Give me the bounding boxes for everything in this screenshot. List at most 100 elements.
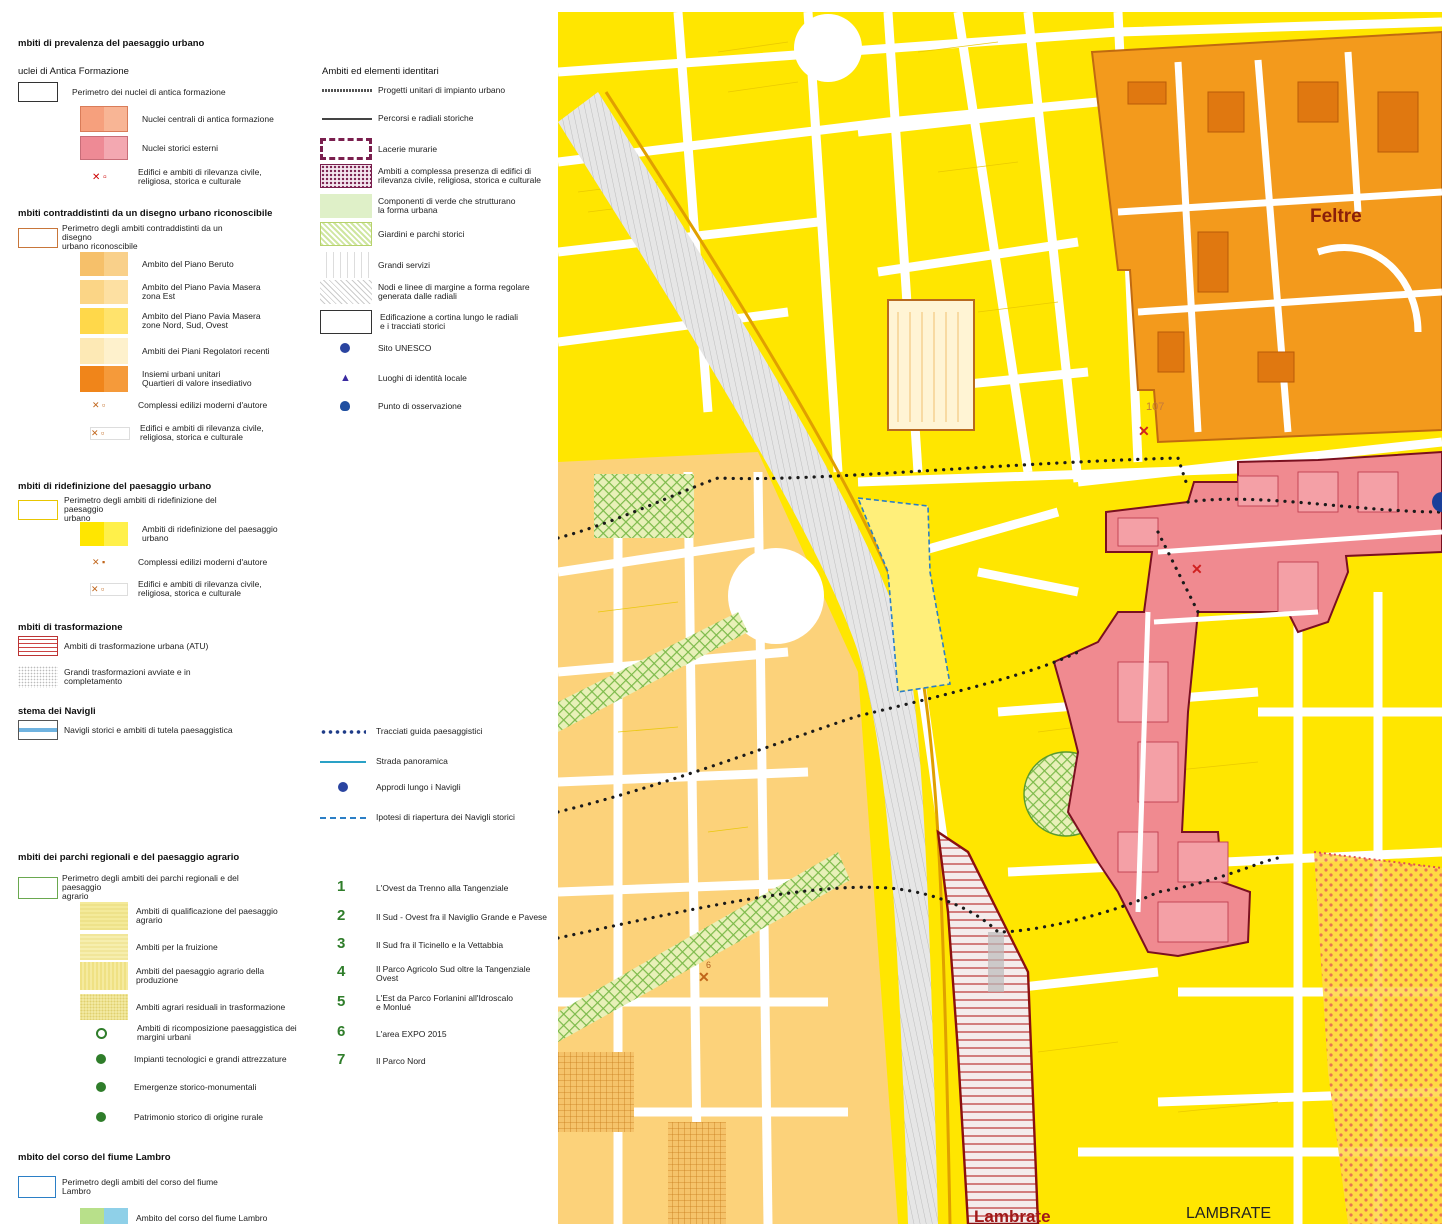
legend-section-title: stema dei Navigli: [18, 706, 96, 717]
legend-item: Lacerie murarie: [320, 138, 437, 160]
legend-item: ✕ ▫ Edifici e ambiti di rilevanza civile…: [92, 167, 262, 186]
legend-swatch: [18, 499, 58, 520]
legend-item: Ambiti per la fruizione: [80, 934, 218, 960]
legend-line: [320, 729, 366, 734]
cross-icon: ✕ ▫: [90, 582, 128, 596]
legend-swatch: [80, 106, 128, 132]
legend-item: Ambito del Piano Beruto: [80, 252, 234, 276]
park-label: Il Parco Nord: [376, 1056, 426, 1066]
legend-swatch: [80, 338, 128, 364]
legend-swatch: [18, 227, 58, 248]
legend-section-title: mbiti di trasformazione: [18, 622, 123, 633]
map-label-number: 6: [706, 960, 711, 970]
cross-marker: ✕: [1138, 423, 1150, 439]
cross-icon: ✕ ▫: [92, 400, 106, 410]
legend-item: ▲ Luoghi di identità locale: [340, 372, 467, 384]
cross-marker: ✕: [698, 969, 710, 985]
unesco-icon: [340, 343, 350, 353]
legend-swatch: [18, 666, 58, 688]
legend-swatch: [18, 876, 58, 899]
park-number: 1: [337, 878, 346, 895]
legend-item: Ambiti dei Piani Regolatori recenti: [80, 338, 270, 364]
legend-item: Punto di osservazione: [340, 401, 462, 411]
cross-icon: ✕ ▪: [92, 557, 106, 567]
park-number: 4: [337, 963, 346, 980]
legend-item: Giardini e parchi storici: [320, 222, 464, 246]
legend-swatch: [320, 222, 372, 246]
legend-item: Navigli storici e ambiti di tutela paesa…: [18, 720, 233, 740]
legend-item: Tracciati guida paesaggistici: [320, 727, 482, 736]
legend-item: Edificazione a cortina lungo le radiali …: [320, 310, 518, 334]
park-label: Il Sud fra il Ticinello e la Vettabbia: [376, 940, 504, 950]
legend-item: Ambiti di ricomposizione paesaggistica d…: [96, 1024, 297, 1042]
legend-line: [322, 89, 372, 92]
legend-swatch: [80, 902, 128, 930]
legend-item: Perimetro degli ambiti contraddistinti d…: [18, 224, 242, 251]
legend-item: ✕ ▫ Edifici e ambiti di rilevanza civile…: [90, 423, 264, 442]
map-legend: mbiti di prevalenza del paesaggio urbano…: [0, 0, 558, 1224]
legend-item: Ambiti del paesaggio agrario della produ…: [80, 962, 264, 990]
landing-icon: [338, 782, 348, 792]
legend-swatch: [18, 1176, 56, 1198]
legend-item: Sito UNESCO: [340, 343, 431, 353]
legend-swatch: [80, 308, 128, 334]
cross-icon: ✕ ▫: [90, 426, 130, 440]
legend-item: Ambito del Piano Pavia Masera zona Est: [80, 280, 261, 304]
map-label-lambrate-district: Lambrate: [974, 1207, 1051, 1224]
legend-item: Ambito del Piano Pavia Masera zone Nord,…: [80, 308, 261, 334]
legend-swatch: [320, 280, 372, 304]
legend-item: Nuclei storici esterni: [80, 136, 218, 160]
legend-swatch: [320, 252, 372, 278]
park-number: 2: [337, 907, 346, 924]
legend-subsection-title: uclei di Antica Formazione: [18, 66, 129, 77]
legend-swatch: [18, 82, 58, 102]
legend-item: ✕ ▫ Edifici e ambiti di rilevanza civile…: [90, 579, 262, 598]
legend-item: ✕ ▫ Complessi edilizi moderni d'autore: [92, 400, 268, 410]
legend-item: Grandi trasformazioni avviate e in compl…: [18, 666, 244, 688]
cross-marker: ✕: [1191, 561, 1203, 577]
map-svg: ✕ ✕ ✕ Feltre 107 6 Lambrate LAMBRATE: [558, 12, 1442, 1224]
legend-item: Insiemi urbani unitari Quartieri di valo…: [80, 366, 252, 392]
park-label: Il Sud - Ovest fra il Naviglio Grande e …: [376, 912, 548, 922]
legend-swatch: [80, 934, 128, 960]
legend-item: Percorsi e radiali storiche: [322, 114, 473, 123]
legend-line: [320, 760, 366, 763]
legend-item: ✕ ▪ Complessi edilizi moderni d'autore: [92, 557, 268, 567]
legend-item: Ambito del corso del fiume Lambro: [80, 1208, 267, 1224]
legend-section-title: mbiti di prevalenza del paesaggio urbano: [18, 38, 205, 49]
park-number: 3: [337, 935, 346, 952]
legend-item: Impianti tecnologici e grandi attrezzatu…: [96, 1054, 287, 1064]
legend-swatch: [80, 252, 128, 276]
legend-item: Emergenze storico-monumentali: [96, 1082, 256, 1092]
legend-item: Grandi servizi: [320, 252, 430, 278]
legend-item: Nodi e linee di margine a forma regolare…: [320, 280, 530, 304]
park-label: Il Parco Agricolo Sud oltre la Tangenzia…: [376, 964, 531, 983]
legend-section-title: mbiti contraddistinti da un disegno urba…: [18, 208, 273, 219]
park-label: L'Ovest da Trenno alla Tangenziale: [376, 883, 509, 893]
legend-item: Perimetro degli ambiti di ridefinizione …: [18, 496, 244, 523]
triangle-icon: ▲: [340, 372, 351, 384]
park-label: L'area EXPO 2015: [376, 1029, 447, 1039]
legend-line: [322, 117, 372, 120]
circle-icon: [96, 1027, 107, 1039]
legend-swatch: [80, 366, 128, 392]
legend-item: Patrimonio storico di origine rurale: [96, 1112, 263, 1122]
rural-heritage-icon: [96, 1112, 106, 1122]
legend-section-title: mbiti di ridefinizione del paesaggio urb…: [18, 481, 212, 492]
legend-swatch: [80, 280, 128, 304]
park-number: 5: [337, 993, 346, 1010]
legend-item: Perimetro degli ambiti dei parchi region…: [18, 874, 242, 901]
legend-section-title: mbiti dei parchi regionali e del paesagg…: [18, 852, 240, 863]
legend-swatch: [80, 136, 128, 160]
map-canvas[interactable]: ✕ ✕ ✕ Feltre 107 6 Lambrate LAMBRATE: [558, 12, 1442, 1224]
legend-swatch: [80, 962, 128, 990]
viewpoint-icon: [340, 401, 350, 411]
legend-item: Perimetro degli ambiti del corso del fiu…: [18, 1176, 242, 1198]
cross-icon: ✕ ▫: [92, 171, 107, 183]
legend-item: Componenti di verde che strutturano la f…: [320, 194, 516, 218]
legend-item: Ambiti di trasformazione urbana (ATU): [18, 636, 208, 656]
park-number: 7: [337, 1051, 346, 1068]
legend-swatch: [18, 720, 58, 740]
legend-item: Ambiti agrari residuali in trasformazion…: [80, 994, 285, 1020]
monument-icon: [96, 1082, 106, 1092]
